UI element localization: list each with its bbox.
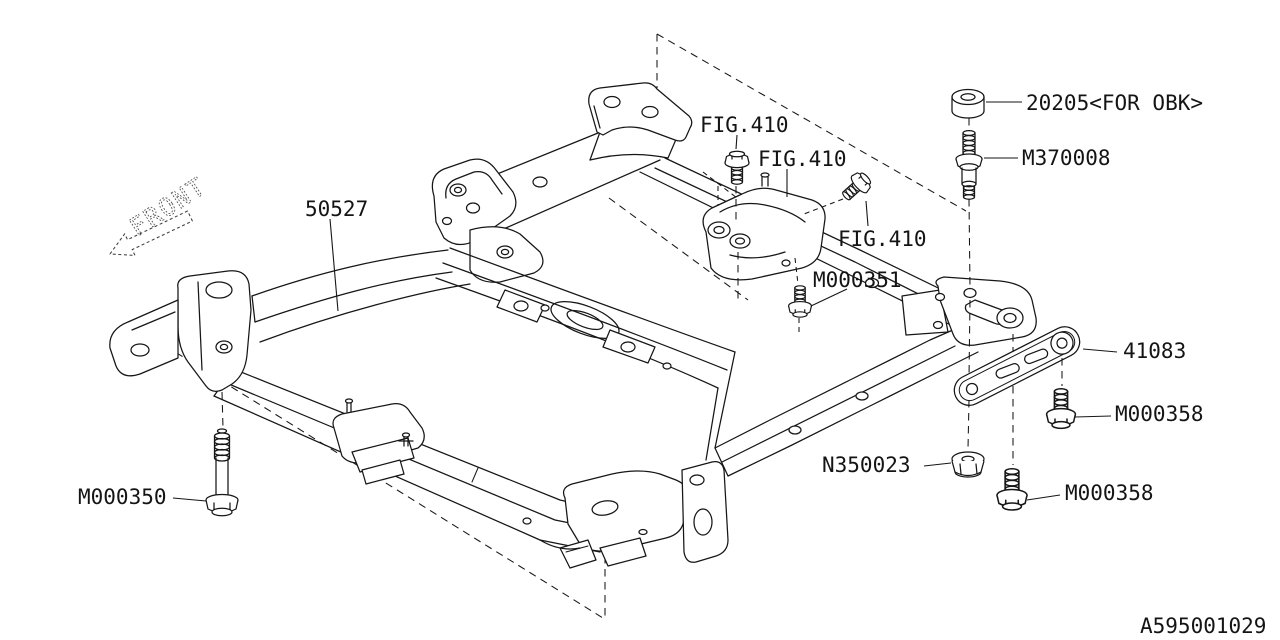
bolt-m000358-lower-icon [996, 467, 1028, 511]
nut-n350023-icon [951, 451, 985, 478]
center-spine-beam [435, 247, 736, 461]
front-label: FRONT [124, 171, 211, 242]
dashed-line [656, 33, 967, 212]
bolt-fig410-small-icon [724, 150, 750, 185]
leader-line [810, 288, 848, 307]
front-direction-arrow: FRONT [109, 171, 212, 256]
label-m000350: M000350 [78, 485, 167, 509]
spacer-20205-icon [951, 88, 985, 119]
front-crossmember-band [251, 249, 471, 343]
leader-line [735, 134, 738, 150]
dashed-axis [794, 257, 799, 285]
label-m000358-upper: M000358 [1115, 402, 1204, 426]
leader-lines [172, 101, 1118, 502]
stay-41083-drawing [953, 326, 1081, 406]
label-20205: 20205<FOR OBK> [1026, 91, 1203, 115]
bolt-fig410-angled-icon [836, 168, 876, 206]
rear-crossmember [714, 289, 979, 477]
dashed-line [608, 197, 749, 301]
leader-line [923, 462, 952, 467]
dashed-axis [735, 186, 739, 302]
crossmember-end-bracket [932, 276, 1037, 346]
leader-line [172, 497, 207, 502]
bolt-m370008-icon [955, 129, 983, 200]
dashed-axis [967, 299, 971, 450]
lower-left-arm [109, 299, 179, 377]
label-m000351: M000351 [813, 268, 902, 292]
doc-code: A595001029 [1140, 614, 1266, 638]
hardware-axis-lines [221, 118, 1063, 465]
left-corner-tower [157, 270, 252, 392]
label-50527: 50527 [305, 197, 368, 221]
dashed-axis [803, 198, 844, 215]
leader-line [865, 200, 869, 227]
label-fig410-right: FIG.410 [838, 227, 927, 251]
dashed-axis [221, 391, 224, 429]
label-m000358-lower: M000358 [1065, 481, 1154, 505]
label-fig410-center: FIG.410 [758, 147, 847, 171]
leader-line [329, 218, 339, 312]
dashed-line [702, 171, 742, 202]
label-n350023: N350023 [822, 453, 911, 477]
bolt-m000358-upper-icon [1045, 388, 1077, 430]
rail-center-pad [332, 398, 425, 485]
label-41083: 41083 [1123, 339, 1186, 363]
front-left-rail [213, 367, 621, 553]
bolt-m000350-icon [205, 428, 239, 517]
transmission-mount-bracket [702, 172, 826, 281]
leader-line [1026, 494, 1061, 501]
front-arrow-icon [109, 210, 193, 256]
label-fig410-top: FIG.410 [700, 113, 789, 137]
front-right-corner-bracket [522, 461, 729, 569]
left-tower [431, 158, 544, 283]
label-m370008: M370008 [1022, 146, 1111, 170]
construction-dashed-lines [142, 33, 967, 621]
subframe-50527-drawing [109, 82, 1037, 569]
bolt-m000351-icon [788, 285, 812, 318]
leader-line [1082, 348, 1118, 353]
dashed-axis [968, 198, 971, 289]
top-bracket [588, 82, 693, 142]
callout-labels: FIG.410 FIG.410 FIG.410 50527 20205<FOR … [78, 91, 1204, 509]
leader-line [1074, 415, 1112, 418]
